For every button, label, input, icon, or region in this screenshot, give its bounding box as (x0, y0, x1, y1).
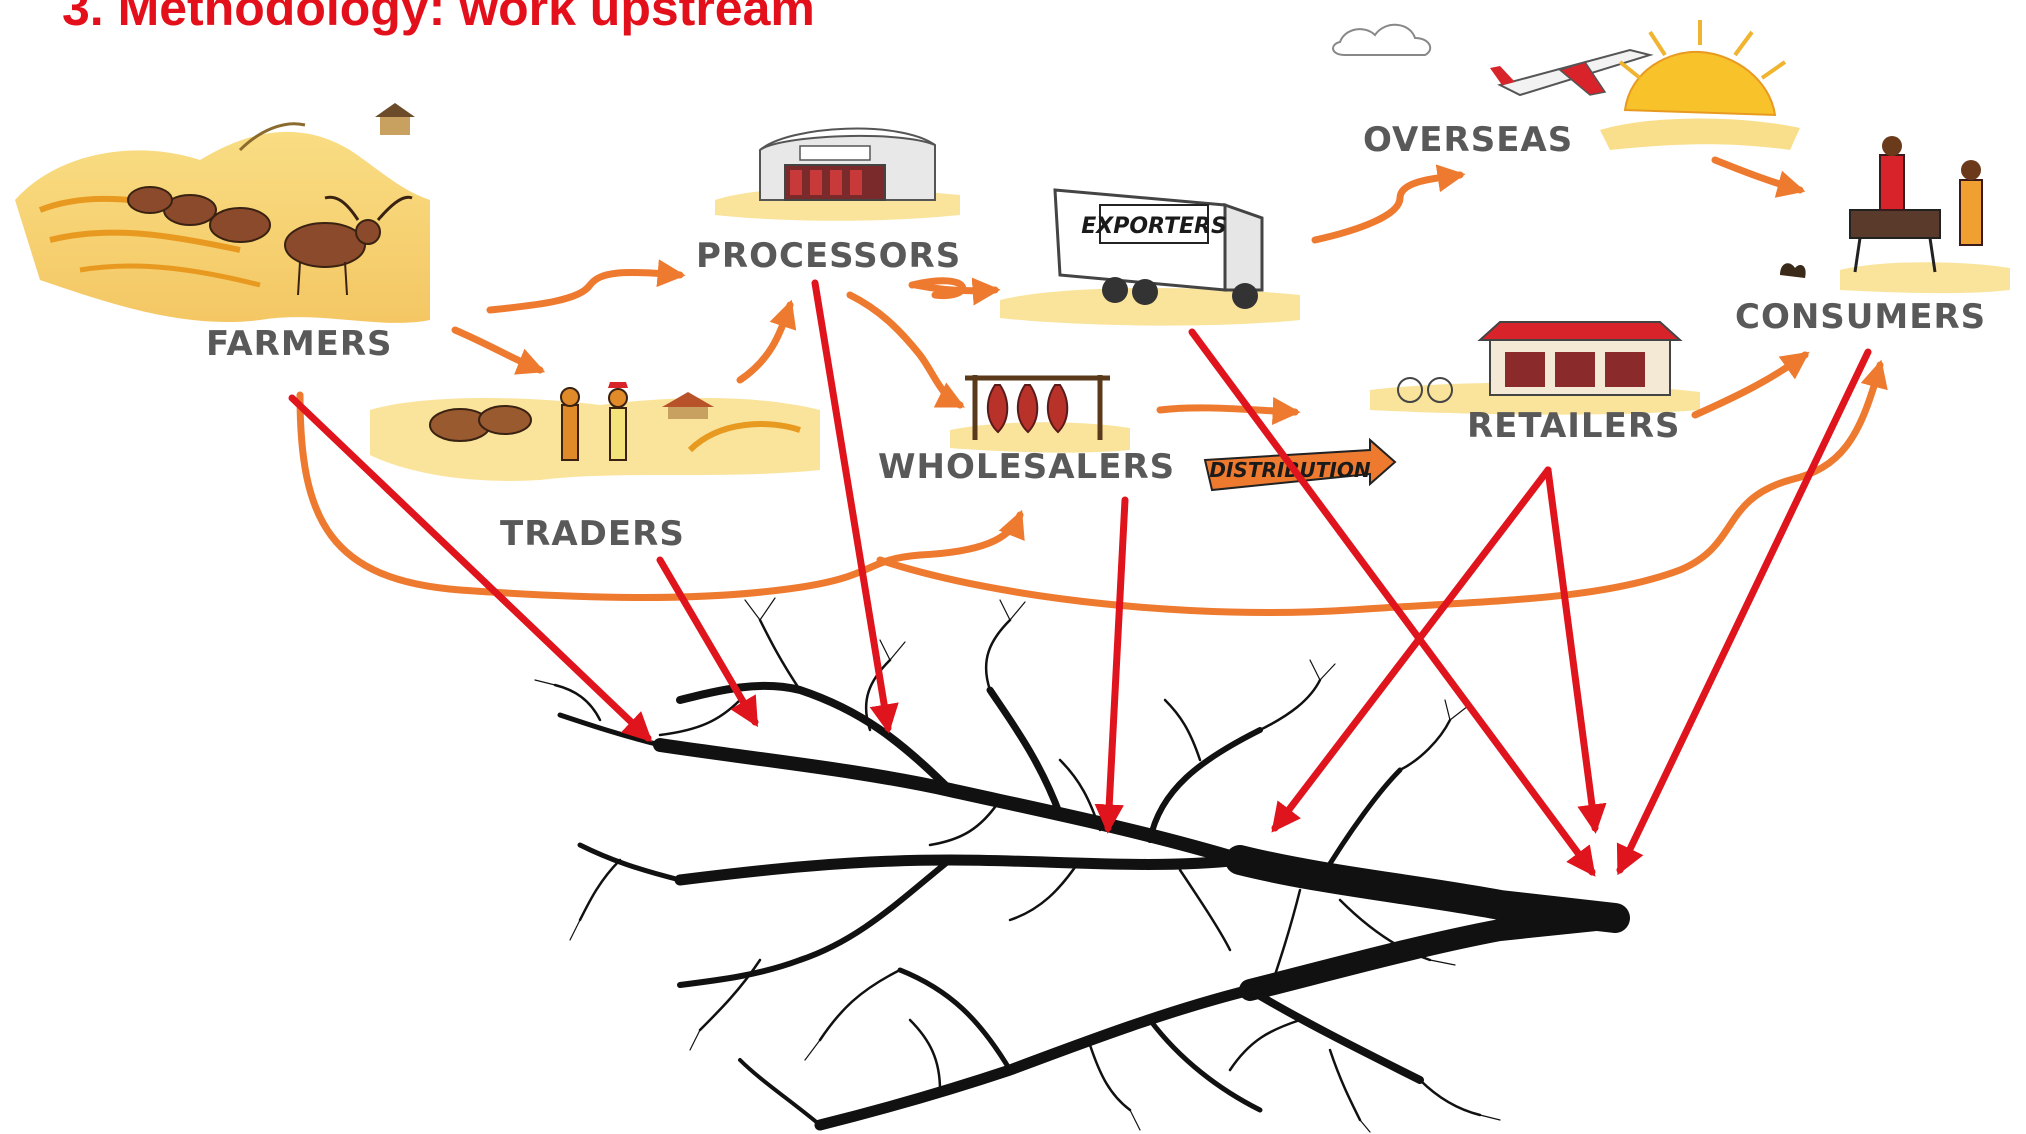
meat-rack-icon (950, 375, 1130, 453)
flow-arrow-farmers-traders (451, 326, 546, 375)
flow-arrow-exporters-overseas (1311, 164, 1466, 244)
abattoir-building-icon (715, 127, 960, 221)
flow-arrow-overseas-consumers (1711, 156, 1806, 198)
flow-arrow-wholesalers-retailers (1156, 397, 1301, 425)
stage-label-overseas: OVERSEAS (1363, 120, 1574, 160)
flow-arrow-farmers-processors (486, 259, 686, 314)
stage-label-processors: PROCESSORS (696, 236, 962, 276)
flow-arrow-farmers-wholesalers (296, 391, 1025, 601)
stage-label-retailers: RETAILERS (1467, 406, 1681, 446)
red-arrow-retailers-1 (1271, 466, 1552, 833)
stage-label-consumers: CONSUMERS (1735, 297, 1987, 337)
red-arrow-processors (811, 279, 899, 734)
sun-icon (1600, 20, 1800, 150)
svg-text:EXPORTERS: EXPORTERS (1081, 214, 1227, 239)
red-arrow-farmers (288, 394, 653, 743)
flow-arrow-retailers-consumers (1691, 351, 1810, 419)
airplane-icon (1490, 48, 1654, 97)
stage-label-wholesalers: WHOLESALERS (878, 447, 1176, 487)
red-arrow-consumers (1616, 348, 1872, 876)
braai-grill-icon (1780, 136, 2010, 294)
flow-arrow-processors-wholesalers (846, 291, 966, 409)
red-arrow-retailers-2 (1544, 466, 1607, 834)
butchery-shop-icon (1370, 321, 1700, 415)
flow-arrow-processors-exporters (911, 277, 1001, 306)
red-arrow-wholesalers (1094, 496, 1129, 834)
red-arrow-traders (656, 556, 759, 728)
stage-label-traders: TRADERS (500, 514, 685, 554)
upstream-arrows (288, 279, 1872, 877)
cattle-herd-icon (15, 103, 430, 323)
slide-title: 3. Methodology: work upstream (62, 0, 815, 36)
stage-label-farmers: FARMERS (206, 324, 393, 364)
truck-icon: EXPORTERS (1000, 188, 1300, 326)
cloud-icon (1332, 23, 1432, 56)
livestock-trade-icon (370, 382, 820, 481)
red-arrow-exporters (1188, 328, 1596, 877)
flow-squiggle (908, 277, 967, 300)
flow-arrow-traders-processors (736, 299, 797, 384)
root-system-icon (534, 597, 1630, 1133)
